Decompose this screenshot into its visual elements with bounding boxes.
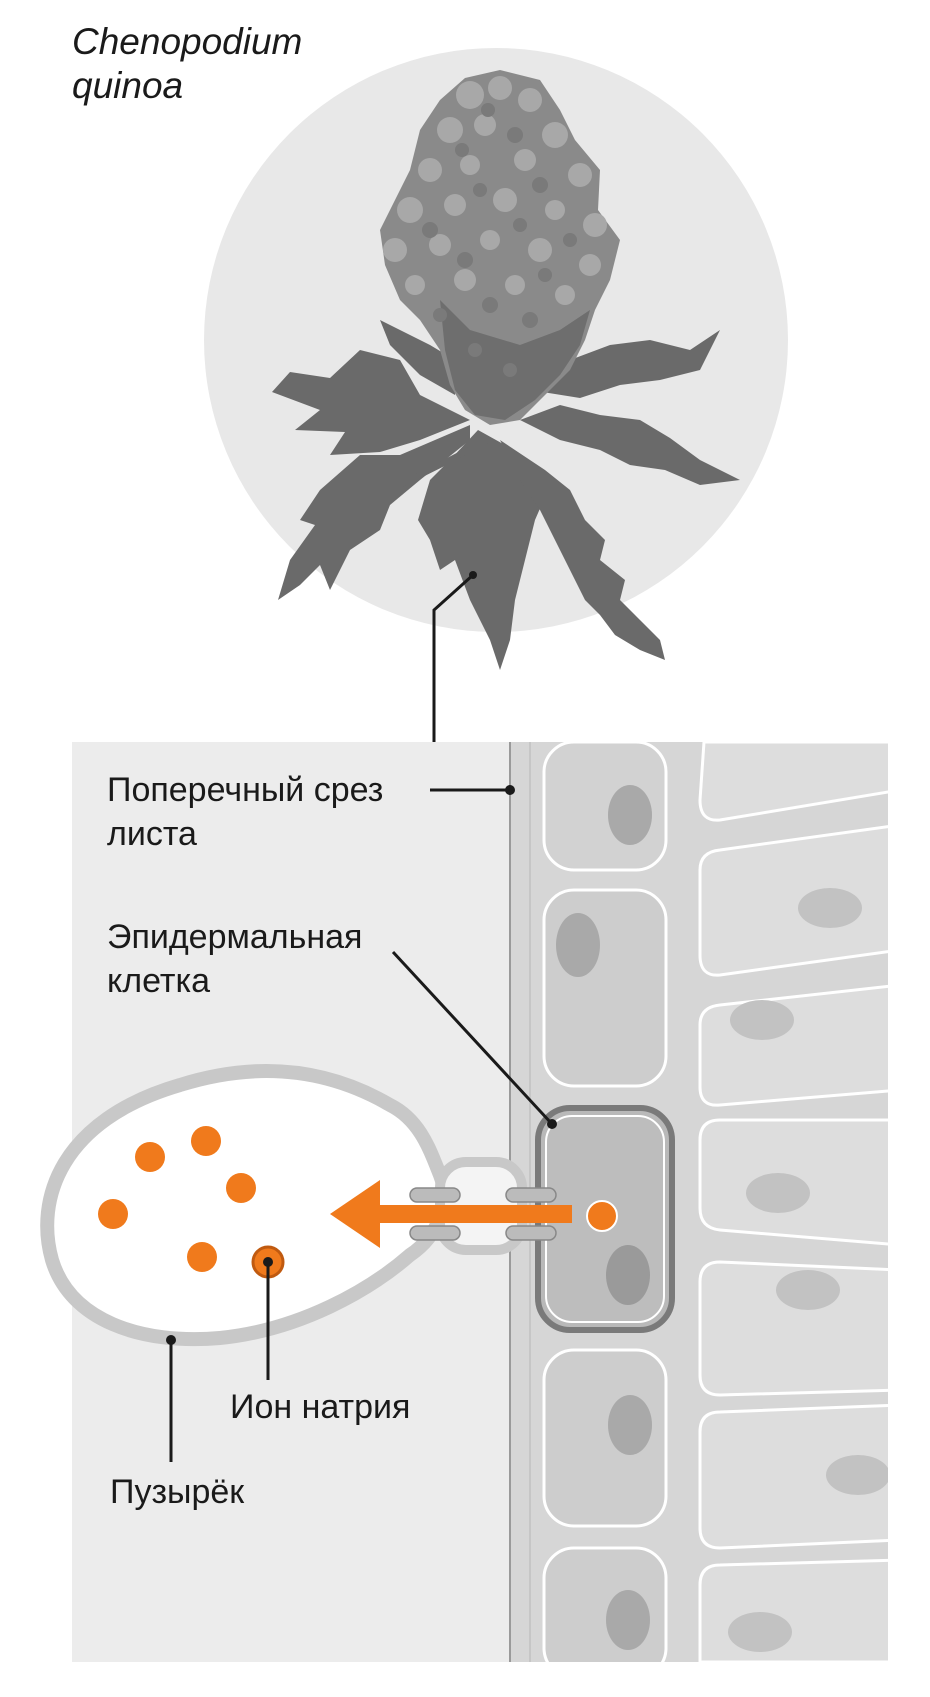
species-genus: Chenopodium: [72, 21, 303, 62]
membrane-channels: [409, 1187, 557, 1241]
plant-stem: [398, 437, 490, 488]
label-cross-section: Поперечный срез листа: [107, 768, 383, 856]
plant-leaf: [520, 405, 740, 485]
sodium-ions: [98, 1126, 618, 1279]
sodium-ion: [98, 1199, 128, 1229]
sodium-ion: [191, 1126, 221, 1156]
label-epidermal-cell-line2: клетка: [107, 962, 210, 1000]
label-epidermal-cell-line1: Эпидермальная: [107, 918, 363, 956]
plant-leaf: [380, 320, 455, 395]
plant-leaf: [530, 330, 720, 398]
leader-lines: [166, 785, 557, 1462]
leaf-connector-line: [432, 571, 477, 742]
plant-leaf: [278, 425, 470, 600]
label-epidermal-cell: Эпидермальная клетка: [107, 915, 362, 1003]
transport-arrow: [330, 1180, 572, 1248]
plant-leaf: [418, 430, 548, 670]
sodium-ion: [586, 1200, 618, 1232]
plant-leaf: [272, 350, 470, 455]
species-epithet: quinoa: [72, 65, 184, 106]
flower-head-shadow: [440, 300, 590, 420]
label-cross-section-line2: листа: [107, 815, 197, 853]
plant-leaf: [500, 440, 665, 660]
species-name: Chenopodium quinoa: [72, 20, 302, 108]
sodium-ion: [226, 1173, 256, 1203]
bladder-cell: [40, 1064, 557, 1347]
sodium-ion: [187, 1242, 217, 1272]
quinoa-plant-icon: [272, 70, 740, 670]
label-bladder: Пузырёк: [110, 1473, 245, 1511]
label-sodium-ion: Ион натрия: [230, 1388, 411, 1426]
sodium-ion: [135, 1142, 165, 1172]
label-cross-section-line1: Поперечный срез: [107, 771, 384, 809]
